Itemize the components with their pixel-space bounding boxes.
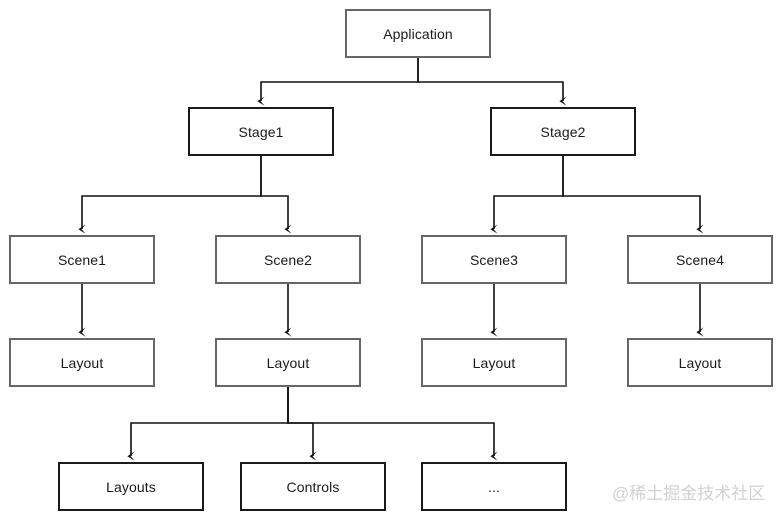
node-label-scene4: Scene4 (675, 251, 725, 268)
node-stage1[interactable]: Stage1 (188, 107, 334, 156)
node-controls[interactable]: Controls (240, 462, 386, 511)
edge-layout2-to-controls (287, 387, 317, 461)
node-layout1[interactable]: Layout (9, 338, 155, 387)
node-label-layout4: Layout (678, 354, 722, 371)
node-label-layouts: Layouts (106, 478, 156, 495)
node-label-scene2: Scene2 (263, 251, 313, 268)
node-layout2[interactable]: Layout (215, 338, 361, 387)
node-label-layout3: Layout (472, 354, 516, 371)
edge-application-to-stage1 (257, 58, 419, 106)
node-label-scene1: Scene1 (57, 251, 107, 268)
node-ellipsis[interactable]: ... (421, 462, 567, 511)
edge-stage1-to-scene1 (78, 156, 262, 234)
node-label-layout2: Layout (266, 354, 310, 371)
node-label-controls: Controls (286, 478, 340, 495)
node-layout3[interactable]: Layout (421, 338, 567, 387)
node-scene3[interactable]: Scene3 (421, 235, 567, 284)
node-application[interactable]: Application (345, 9, 491, 58)
watermark-label: @稀土掘金技术社区 (612, 484, 766, 503)
node-label-stage2: Stage2 (540, 123, 586, 140)
node-layout4[interactable]: Layout (627, 338, 773, 387)
node-stage2[interactable]: Stage2 (490, 107, 636, 156)
node-scene1[interactable]: Scene1 (9, 235, 155, 284)
edge-stage1-to-scene2 (260, 156, 292, 234)
node-label-scene3: Scene3 (469, 251, 519, 268)
node-layouts[interactable]: Layouts (58, 462, 204, 511)
edge-layout2-to-ellipsis (287, 387, 498, 461)
node-scene2[interactable]: Scene2 (215, 235, 361, 284)
node-scene4[interactable]: Scene4 (627, 235, 773, 284)
edge-application-to-stage2 (417, 58, 567, 106)
node-label-ellipsis: ... (488, 478, 500, 495)
edge-stage2-to-scene3 (490, 156, 564, 234)
edge-layout2-to-layouts (127, 387, 289, 461)
node-label-application: Application (383, 25, 453, 42)
node-label-layout1: Layout (60, 354, 104, 371)
edge-stage2-to-scene4 (562, 156, 704, 234)
node-label-stage1: Stage1 (238, 123, 284, 140)
